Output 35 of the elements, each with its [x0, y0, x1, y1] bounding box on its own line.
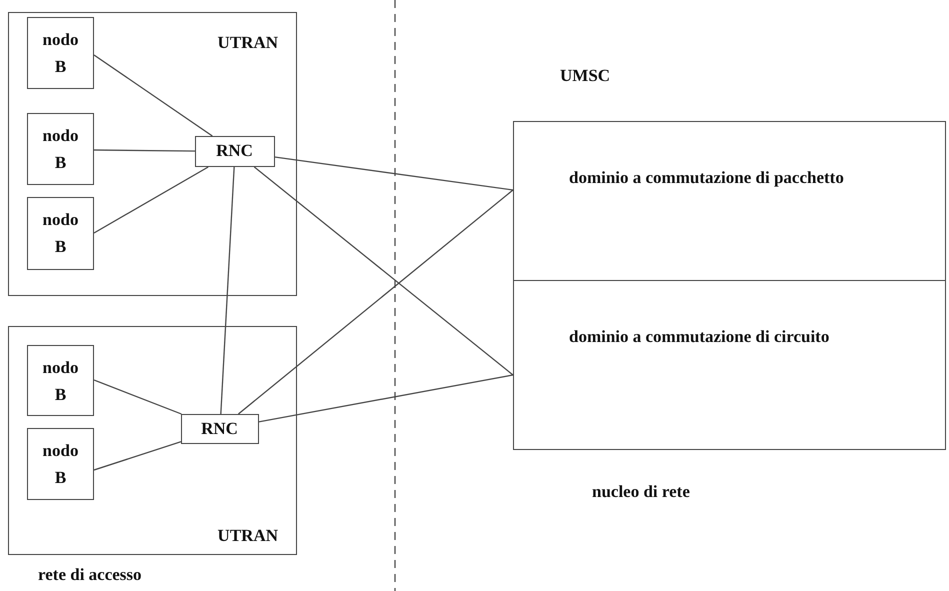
domain-box: [513, 121, 946, 281]
network-group-box: [8, 326, 297, 555]
connector-line: [220, 166, 235, 414]
controller-box: [180, 414, 258, 444]
node-label: nodo B: [42, 356, 80, 406]
node-label: nodo B: [42, 440, 80, 488]
connector-line: [238, 190, 514, 414]
group-title: UTRAN: [218, 525, 278, 547]
node-label: RNC: [215, 140, 254, 162]
node-label: nodo B: [42, 28, 80, 78]
area-label: rete di accesso: [38, 565, 142, 585]
domain-box: [513, 280, 946, 450]
node-box: [26, 344, 94, 416]
node-label: nodo B: [42, 208, 80, 258]
connector-line: [254, 166, 514, 376]
node-label: RNC: [200, 418, 239, 440]
system-label: UMSC: [560, 66, 610, 86]
connector-line: [94, 149, 195, 152]
controller-box: [194, 136, 274, 166]
domain-label: dominio a commutazione di circuito: [569, 326, 830, 348]
node-box: [26, 16, 94, 88]
connector-line: [94, 166, 208, 234]
connector-line: [94, 441, 182, 471]
network-group-box: [8, 12, 297, 296]
node-box: [26, 112, 94, 184]
node-box: [26, 196, 94, 270]
node-box: [26, 428, 94, 500]
connector-line: [94, 54, 213, 136]
connector-line: [258, 374, 514, 422]
domain-label: dominio a commutazione di pacchetto: [569, 167, 845, 189]
group-title: UTRAN: [218, 32, 278, 54]
area-label: nucleo di rete: [592, 482, 690, 502]
connector-line: [94, 379, 182, 415]
node-label: nodo B: [42, 124, 80, 174]
connector-line: [274, 156, 514, 191]
